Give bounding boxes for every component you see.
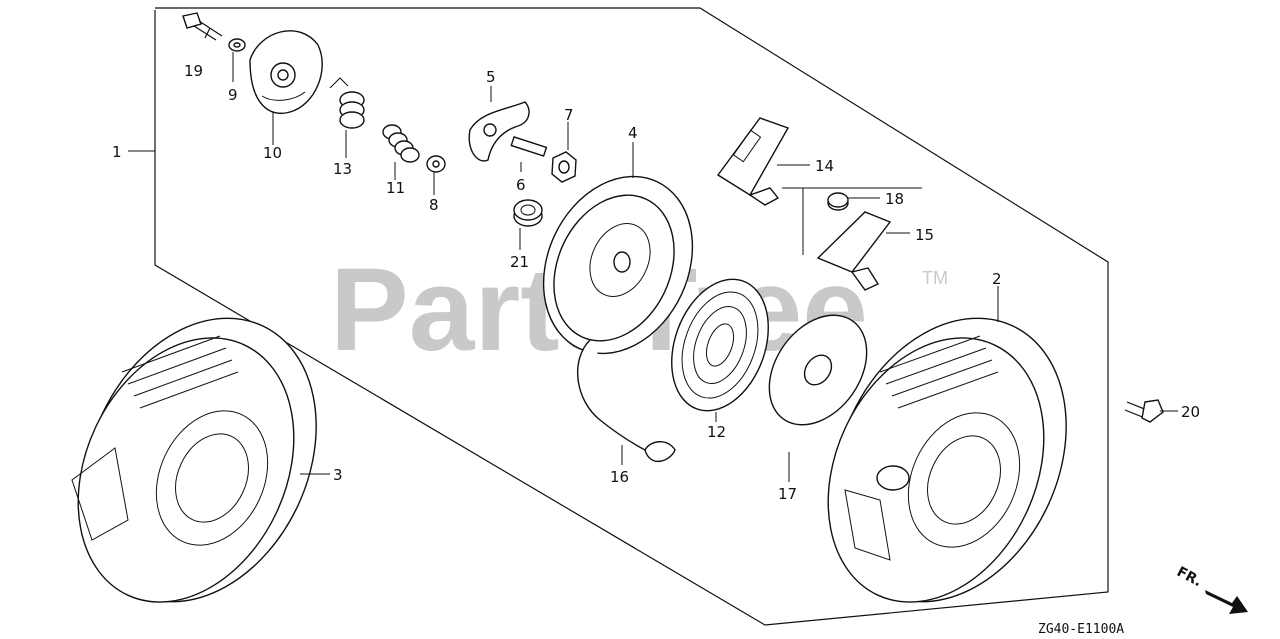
part-13-spring[interactable]	[329, 77, 365, 129]
part-12-spiral-spring[interactable]	[654, 266, 785, 425]
part-19-bolt[interactable]	[182, 12, 223, 41]
part-3-starter-case[interactable]	[37, 280, 360, 639]
part-14-handle[interactable]	[716, 117, 790, 206]
part-2-starter-case[interactable]	[787, 280, 1110, 639]
callout-18: 18	[885, 190, 904, 208]
leader-lines	[128, 52, 1178, 482]
callout-4: 4	[628, 124, 638, 142]
callout-labels: 1 2 3 4 5 6 7 8 9 10 11 12 13 14 15 16 1…	[112, 62, 1200, 503]
part-5-ratchet[interactable]	[468, 101, 530, 162]
callout-16: 16	[610, 468, 629, 486]
diagram-code: ZG40-E1100A	[1038, 622, 1124, 637]
callout-8: 8	[429, 196, 439, 214]
callout-14: 14	[815, 157, 834, 175]
callout-7: 7	[564, 106, 574, 124]
direction-label: FR.	[1174, 564, 1204, 590]
callout-12: 12	[707, 423, 726, 441]
part-17-plate[interactable]	[749, 297, 887, 443]
assembly-frame	[154, 7, 1109, 626]
part-21-collar[interactable]	[513, 199, 543, 227]
part-15-handle[interactable]	[816, 211, 892, 291]
arrow-icon	[1205, 590, 1248, 614]
part-6-pin[interactable]	[510, 136, 548, 157]
callout-6: 6	[516, 176, 526, 194]
callout-3: 3	[333, 466, 343, 484]
part-18-grommet[interactable]	[827, 192, 849, 211]
callout-11: 11	[386, 179, 405, 197]
callout-10: 10	[263, 144, 282, 162]
part-20-bolt[interactable]	[1124, 399, 1164, 423]
callout-2: 2	[992, 270, 1002, 288]
callout-20: 20	[1181, 403, 1200, 421]
callout-13: 13	[333, 160, 352, 178]
callout-5: 5	[486, 68, 496, 86]
watermark-trademark: TM	[922, 268, 948, 288]
part-9-washer[interactable]	[228, 38, 246, 52]
part-10-guide[interactable]	[249, 30, 323, 114]
part-8-washer[interactable]	[426, 155, 446, 173]
part-7-nut[interactable]	[551, 151, 577, 183]
callout-17: 17	[778, 485, 797, 503]
part-16-rope[interactable]	[577, 339, 676, 462]
callout-21: 21	[510, 253, 529, 271]
callout-1: 1	[112, 143, 122, 161]
part-4-reel[interactable]	[516, 152, 721, 378]
callout-19: 19	[184, 62, 203, 80]
part-11-spring[interactable]	[382, 124, 420, 163]
callout-9: 9	[228, 86, 238, 104]
callout-15: 15	[915, 226, 934, 244]
front-direction-indicator: FR.	[1174, 564, 1248, 614]
